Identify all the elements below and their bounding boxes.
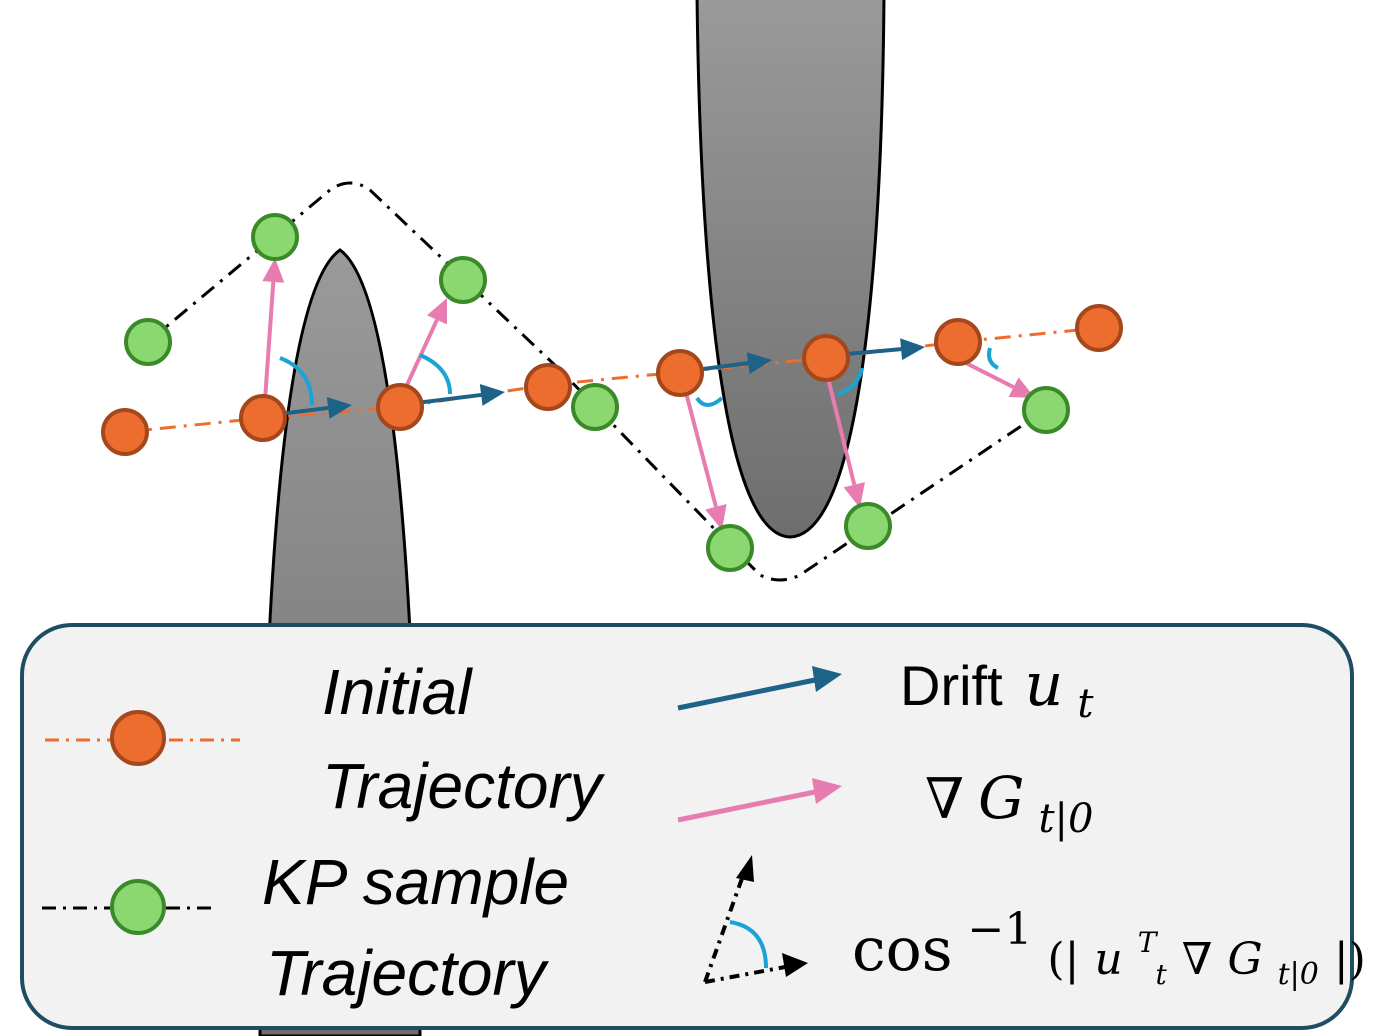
kp-legend-label-1: KP sample bbox=[262, 846, 569, 918]
initial-trajectory-point bbox=[656, 349, 704, 397]
initial-trajectory-point bbox=[802, 334, 850, 382]
kp-sample-point bbox=[1022, 386, 1070, 434]
gradient-arrow bbox=[262, 258, 285, 401]
angle-arc bbox=[837, 367, 864, 396]
drift-arrow-icon bbox=[677, 666, 842, 711]
gradient-arrow-icon bbox=[677, 778, 842, 823]
kp-sample-point bbox=[571, 383, 619, 431]
gradient-arrow bbox=[959, 358, 1035, 398]
initial-trajectory-point bbox=[101, 408, 149, 456]
initial-trajectory-point bbox=[376, 383, 424, 431]
initial-trajectory-point bbox=[934, 318, 982, 366]
kp-sample-point bbox=[124, 318, 172, 366]
angle-arc bbox=[695, 396, 724, 407]
angle-arcs bbox=[279, 347, 999, 407]
kp-sample-point bbox=[844, 502, 892, 550]
kp-sample-point bbox=[706, 524, 754, 572]
kp-sample-point bbox=[439, 256, 487, 304]
initial-trajectory-point bbox=[239, 394, 287, 442]
angle-arc bbox=[279, 356, 314, 406]
gradient-arrow bbox=[826, 377, 865, 508]
initial-legend-label-1: Initial bbox=[322, 656, 473, 728]
legend-box bbox=[20, 623, 1354, 1030]
obstacle-right bbox=[695, 0, 886, 539]
trajectory-points bbox=[101, 213, 1123, 572]
kp-point-icon bbox=[110, 879, 166, 935]
gradient-arrows bbox=[262, 258, 1035, 530]
angle-icon bbox=[703, 855, 808, 984]
initial-point-icon bbox=[110, 710, 166, 766]
angle-legend-label: cos −1 (| u T t ∇ G t|0 |) bbox=[852, 891, 1366, 997]
kp-legend-label-2: Trajectory bbox=[266, 937, 550, 1009]
kp-sample-point bbox=[251, 213, 299, 261]
initial-legend-label-2: Trajectory bbox=[322, 750, 606, 822]
angle-arc bbox=[987, 347, 999, 370]
legend: Initial Trajectory KP sample Trajectory … bbox=[20, 623, 1366, 1030]
initial-trajectory-point bbox=[524, 363, 572, 411]
kp-trajectory-line bbox=[147, 181, 1046, 582]
gradient-arrow bbox=[405, 298, 447, 386]
angle-arc bbox=[419, 353, 452, 395]
gradient-arrow bbox=[682, 384, 727, 530]
initial-trajectory-point bbox=[1075, 304, 1123, 352]
drift-legend-label: Drift u t bbox=[900, 650, 1094, 727]
gradient-legend-label: ∇ G t|0 bbox=[925, 764, 1093, 842]
